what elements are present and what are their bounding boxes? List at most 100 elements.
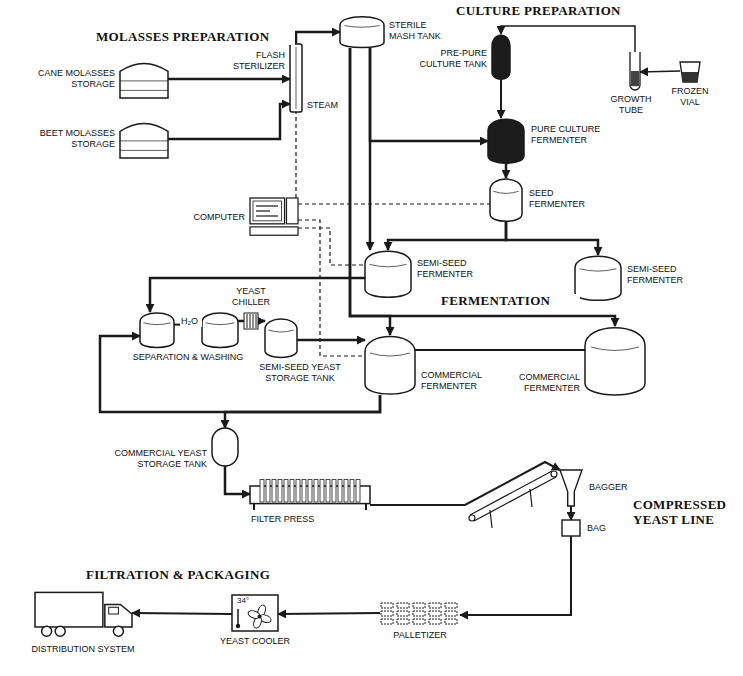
cab-window (109, 607, 119, 614)
chiller-fin (256, 314, 257, 328)
chiller-fin (247, 314, 248, 328)
flow-line (370, 48, 488, 141)
pallet-block (445, 611, 457, 616)
storage-tank: COMMERCIAL YEAST STORAGE TANK (212, 428, 238, 466)
input-label: STEAM (306, 100, 346, 111)
bag-outline (562, 520, 580, 536)
node-shape (250, 478, 370, 510)
tank-outline (265, 319, 297, 357)
wheel (42, 626, 52, 636)
tank-seam (370, 264, 407, 266)
node-shape (265, 318, 297, 358)
tank-outline (575, 256, 621, 300)
tank-outline (490, 179, 522, 221)
pallet-block (429, 603, 441, 608)
node-shape (490, 178, 522, 222)
node-label: COMMERCIAL YEAST STORAGE TANK (106, 448, 208, 470)
bagger: BAGGER (560, 470, 582, 506)
press-plate (344, 480, 348, 502)
pallet-block (397, 611, 409, 616)
flow-line (505, 164, 508, 178)
node-label: COMMERCIAL FERMENTER (420, 370, 492, 392)
thermometer (237, 609, 239, 625)
pallet-block (397, 619, 409, 624)
node-label: SEED FERMENTER (528, 188, 600, 210)
node-shape (120, 60, 168, 98)
pallet-block (413, 603, 425, 608)
press-plate (278, 480, 282, 502)
flow-line (297, 339, 365, 342)
flow-line (500, 80, 502, 118)
node-label: COMPUTER (186, 212, 246, 223)
storage-tank: SEMI-SEED YEAST STORAGE TANK (265, 318, 297, 358)
press-plate (338, 480, 342, 502)
input-label: H₂O (180, 316, 202, 327)
pallet-block (413, 619, 425, 624)
node-shape (575, 255, 621, 301)
hopper (560, 470, 582, 506)
flow-line (258, 320, 265, 323)
pallet-block (397, 603, 409, 608)
flow-line (100, 336, 380, 412)
washing-tank (202, 313, 238, 348)
tube-outline (290, 44, 302, 112)
semi-seed-fermenter: SEMI-SEED FERMENTER (365, 250, 411, 298)
commercial-fermenter: COMMERCIAL FERMENTER (585, 326, 645, 396)
node-shape (680, 62, 700, 82)
flow-line (460, 536, 571, 615)
press-leg (253, 504, 255, 510)
fan-blade (247, 609, 261, 620)
vial-outline (680, 62, 700, 82)
screen (253, 201, 282, 221)
node-label: GROWTH TUBE (600, 94, 662, 116)
node-shape (560, 470, 582, 506)
mash-tank: STERILE MASH TANK (340, 16, 384, 48)
screen-line (256, 215, 278, 216)
control-line (295, 112, 296, 198)
pallet-block (445, 603, 457, 608)
truck-cab (105, 604, 132, 627)
flow-line (640, 71, 680, 72)
section-heading: MOLASSES PREPARATION (95, 30, 295, 45)
node-shape (492, 34, 510, 80)
press-plate (350, 480, 354, 502)
tank-outline (202, 313, 238, 348)
press-plate (332, 480, 336, 502)
press-plate (326, 480, 330, 502)
press-plate (260, 480, 264, 502)
computer: COMPUTER (250, 198, 298, 236)
section-heading: FILTRATION & PACKAGING (85, 568, 325, 583)
node-shape (120, 120, 168, 158)
silo-band (120, 90, 168, 91)
silo-outline (120, 63, 168, 98)
flow-line (168, 78, 290, 81)
press-plate (266, 480, 270, 502)
section-heading: FERMENTATION (440, 294, 580, 309)
silo-band (120, 140, 168, 141)
node-shape (585, 326, 645, 396)
monitor (250, 198, 285, 224)
node-label: DISTRIBUTION SYSTEM (18, 644, 148, 655)
conveyor (469, 471, 557, 528)
node-label: YEAST CHILLER (228, 286, 274, 308)
node-label: SEPARATION & WASHING (124, 352, 252, 363)
node-shape (630, 52, 640, 90)
pallet-block (429, 611, 441, 616)
node-label: BAGGER (588, 482, 638, 493)
seed-fermenter: SEED FERMENTER (490, 178, 522, 222)
silo-band (120, 80, 168, 81)
tank-outline (488, 119, 524, 163)
thermometer-bulb (236, 624, 240, 628)
flow-line (501, 26, 635, 52)
node-shape (488, 118, 524, 164)
press-plate (314, 480, 318, 502)
node-label: SEMI-SEED FERMENTER (416, 258, 480, 280)
capsule-outline (212, 428, 238, 466)
pallet-block (381, 619, 393, 624)
node-shape (290, 44, 302, 112)
frozen-vial: FROZEN VIAL (680, 62, 700, 82)
node-label: FROZEN VIAL (666, 86, 714, 108)
node-label: PALLETIZER (380, 630, 460, 641)
pallet-block (429, 619, 441, 624)
flow-line (150, 278, 365, 312)
